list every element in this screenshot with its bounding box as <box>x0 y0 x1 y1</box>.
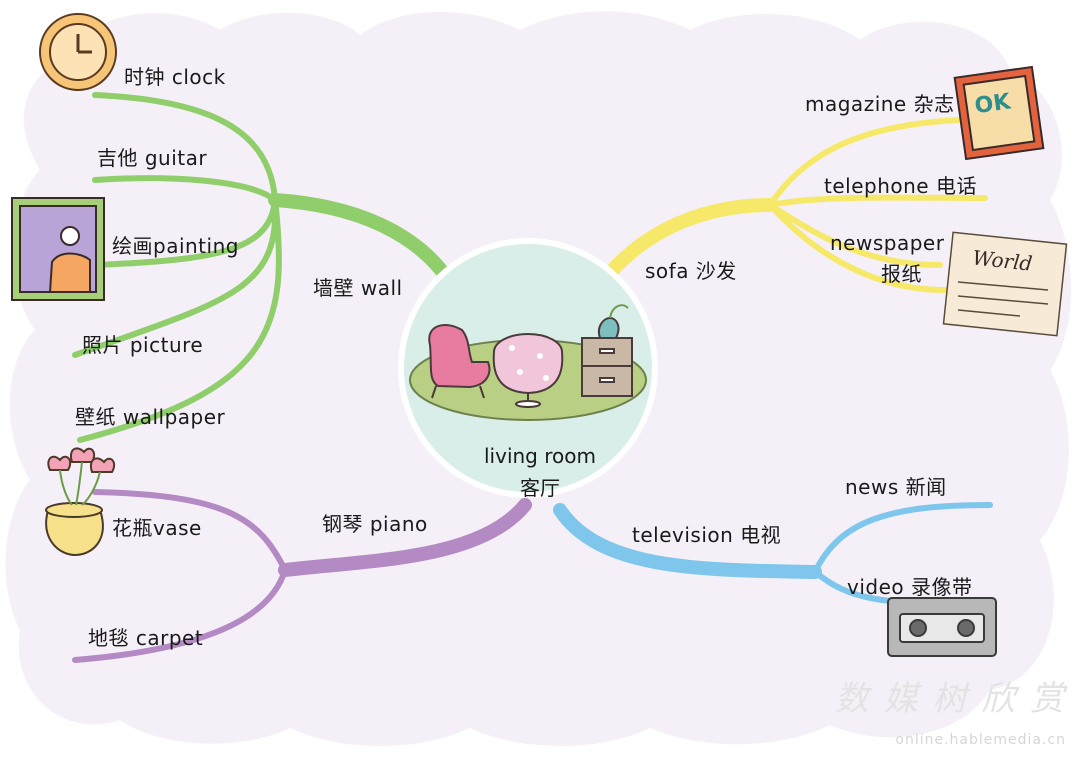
wall-branch-lines <box>72 92 462 443</box>
watermark-url: online.hablemedia.cn <box>895 732 1066 748</box>
wall-branch-label: 墙壁 wall <box>313 276 403 300</box>
magazine-cover-text: OK <box>973 89 1013 119</box>
wall-item-painting: 绘画painting <box>112 234 239 258</box>
clock-illustration <box>39 13 117 91</box>
tv-item-video: video 录像带 <box>847 575 973 599</box>
center-title-en: living room <box>484 444 596 468</box>
chair-illustration <box>428 324 491 399</box>
wall-item-guitar: 吉他 guitar <box>97 146 208 170</box>
newspaper-illustration: World <box>942 231 1068 337</box>
wall-item-clock: 时钟 clock <box>124 65 226 89</box>
wall-item-wallpaper: 壁纸 wallpaper <box>75 405 226 429</box>
tv-branch-label: television 电视 <box>632 523 782 547</box>
center-title-zh: 客厅 <box>520 476 560 500</box>
video-tape-illustration <box>887 597 997 657</box>
sofa-branch-label: sofa 沙发 <box>645 259 737 283</box>
piano-branch-lines <box>72 489 532 663</box>
piano-item-vase: 花瓶vase <box>112 516 202 540</box>
sofa-item-magazine: magazine 杂志 <box>805 92 955 116</box>
table-illustration <box>492 333 564 408</box>
sofa-item-newspaper: newspaper <box>830 231 945 255</box>
tv-item-news: news 新闻 <box>845 475 947 499</box>
magazine-illustration: OK <box>953 65 1045 161</box>
cabinet-illustration <box>581 304 633 397</box>
piano-item-carpet: 地毯 carpet <box>88 626 204 650</box>
sofa-item-telephone: telephone 电话 <box>824 174 977 198</box>
sofa-item-newspaper-zh: 报纸 <box>881 262 922 286</box>
vase-illustration <box>45 447 116 557</box>
wall-item-picture: 照片 picture <box>82 333 204 357</box>
painting-illustration <box>11 197 105 301</box>
sofa-branch-lines <box>593 117 988 293</box>
piano-branch-label: 钢琴 piano <box>322 512 428 536</box>
watermark-text: 数 媒 树 欣 赏 <box>834 679 1066 719</box>
